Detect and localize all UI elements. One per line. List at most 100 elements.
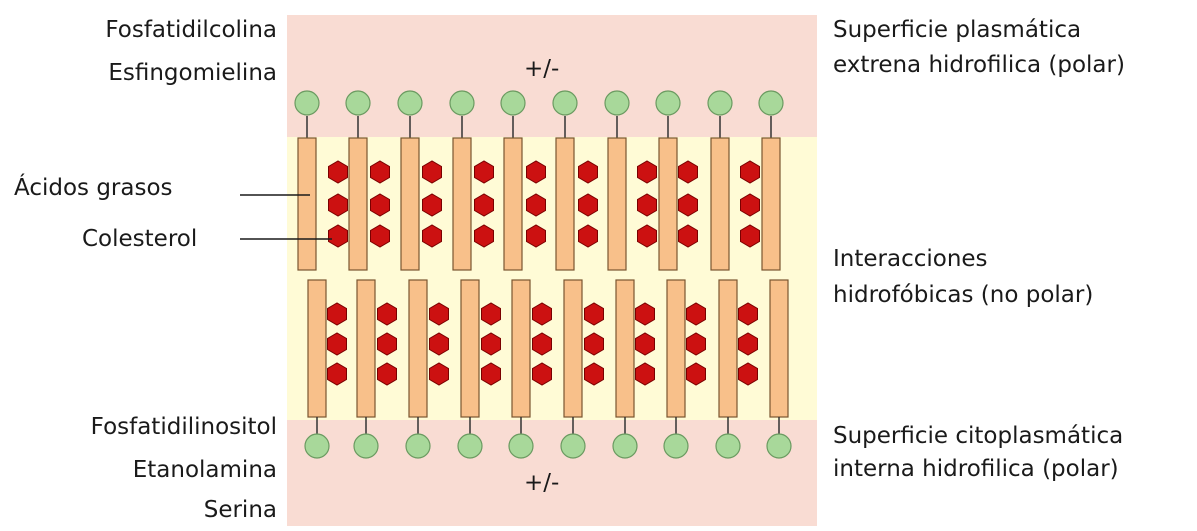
label-hydrophobic-line1: Interacciones <box>833 246 988 272</box>
cholesterol-ring <box>678 224 698 248</box>
label-fatty-acids: Ácidos grasos <box>14 175 173 201</box>
cholesterol-ring <box>738 332 758 356</box>
cholesterol <box>474 160 494 248</box>
cholesterol-ring <box>686 332 706 356</box>
fatty-acid-tail <box>348 137 368 271</box>
cholesterol-ring <box>740 160 760 184</box>
cholesterol <box>327 302 347 386</box>
cholesterol-ring <box>578 160 598 184</box>
cholesterol-ring <box>678 193 698 217</box>
fatty-acid-tail <box>400 137 420 271</box>
cholesterol <box>370 160 390 248</box>
polar-head <box>766 433 792 459</box>
cholesterol <box>740 160 760 248</box>
cholesterol-ring <box>328 193 348 217</box>
polar-head <box>449 90 475 116</box>
cholesterol-ring <box>328 160 348 184</box>
cholesterol <box>686 302 706 386</box>
fatty-acid-tail <box>615 279 635 418</box>
cholesterol-ring <box>429 362 449 386</box>
fatty-acid-tail <box>511 279 531 418</box>
fatty-acid-tail <box>769 279 789 418</box>
fatty-acid-tail <box>666 279 686 418</box>
cholesterol-ring <box>584 302 604 326</box>
cholesterol-ring <box>370 224 390 248</box>
label-phosphatidylcholine: Fosfatidilcolina <box>105 17 277 43</box>
polar-head <box>552 90 578 116</box>
polar-head <box>294 90 320 116</box>
cholesterol-ring <box>429 332 449 356</box>
fatty-acid-tails <box>297 116 789 434</box>
cholesterol-ring <box>481 362 501 386</box>
label-sphingomyelin: Esfingomielina <box>108 60 277 86</box>
cholesterol-ring <box>328 224 348 248</box>
charge-bottom: +/- <box>524 470 560 496</box>
cholesterol <box>481 302 501 386</box>
cholesterol <box>738 302 758 386</box>
cholesterol-ring <box>474 160 494 184</box>
cholesterol-ring <box>637 193 657 217</box>
cholesterol-ring <box>327 302 347 326</box>
cholesterol-ring <box>578 224 598 248</box>
cholesterol-ring <box>578 193 598 217</box>
label-inner-surface-line2: interna hidrofilica (polar) <box>833 456 1119 482</box>
polar-head <box>655 90 681 116</box>
label-inner-surface-line1: Superficie citoplasmática <box>833 423 1124 449</box>
cholesterol-ring <box>740 224 760 248</box>
cholesterol-ring <box>686 302 706 326</box>
fatty-acid-tail <box>658 137 678 271</box>
label-serine: Serina <box>203 497 277 523</box>
cholesterol-ring <box>532 302 552 326</box>
cholesterol-ring <box>635 332 655 356</box>
fatty-acid-tail <box>607 137 627 271</box>
polar-head <box>758 90 784 116</box>
polar-head <box>457 433 483 459</box>
polar-head <box>560 433 586 459</box>
cholesterol-ring <box>481 332 501 356</box>
cholesterol-ring <box>635 362 655 386</box>
charge-top: +/- <box>524 56 560 82</box>
fatty-acid-tail <box>307 279 327 418</box>
fatty-acid-tail <box>297 137 317 271</box>
cholesterol <box>578 160 598 248</box>
fatty-acid-tail <box>718 279 738 418</box>
polar-head <box>353 433 379 459</box>
polar-head <box>397 90 423 116</box>
cholesterol-ring <box>526 193 546 217</box>
label-phosphatidylinositol: Fosfatidilinositol <box>90 414 277 440</box>
fatty-acid-tail <box>408 279 428 418</box>
cholesterol-ring <box>526 224 546 248</box>
cholesterol <box>429 302 449 386</box>
cholesterol <box>637 160 657 248</box>
cholesterol-ring <box>740 193 760 217</box>
fatty-acid-tail <box>555 137 575 271</box>
fatty-acid-tail <box>563 279 583 418</box>
cholesterol-ring <box>678 160 698 184</box>
label-outer-surface-line1: Superficie plasmática <box>833 17 1082 43</box>
cholesterol-ring <box>422 160 442 184</box>
label-ethanolamine: Etanolamina <box>132 457 277 483</box>
cholesterol <box>635 302 655 386</box>
cholesterol-ring <box>637 160 657 184</box>
polar-head <box>405 433 431 459</box>
polar-head <box>345 90 371 116</box>
fatty-acid-tail <box>460 279 480 418</box>
fatty-acid-tail <box>356 279 376 418</box>
cholesterol <box>532 302 552 386</box>
label-hydrophobic-line2: hidrofóbicas (no polar) <box>833 282 1094 308</box>
polar-head <box>707 90 733 116</box>
cholesterol-ring <box>474 193 494 217</box>
polar-head <box>508 433 534 459</box>
polar-head <box>715 433 741 459</box>
cholesterol-ring <box>686 362 706 386</box>
polar-head <box>304 433 330 459</box>
cholesterol <box>328 160 348 248</box>
cholesterol-ring <box>429 302 449 326</box>
label-outer-surface-line2: extrena hidrofilica (polar) <box>833 52 1125 78</box>
cholesterol-ring <box>422 193 442 217</box>
cholesterol-ring <box>738 302 758 326</box>
polar-head <box>612 433 638 459</box>
cholesterol-ring <box>370 160 390 184</box>
cholesterol <box>526 160 546 248</box>
